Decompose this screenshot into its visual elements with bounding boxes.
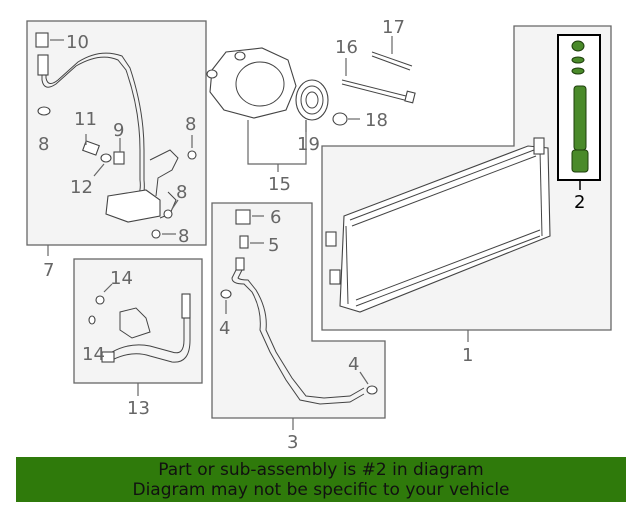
callout-2: 2 [574, 192, 585, 213]
callout-19: 19 [297, 134, 320, 155]
callout-1: 1 [462, 345, 473, 366]
callout-12: 12 [70, 177, 93, 198]
callout-8-middle-right: 8 [176, 182, 187, 203]
callout-17: 17 [382, 17, 405, 38]
callout-10: 10 [66, 32, 89, 53]
callout-18: 18 [365, 110, 388, 131]
group-15-compressor[interactable] [206, 47, 329, 172]
callout-14-lower: 14 [82, 344, 105, 365]
callout-8-upper-right: 8 [185, 114, 196, 135]
hardware-16-17-18[interactable] [332, 36, 416, 126]
callout-11: 11 [74, 109, 97, 130]
callout-4-right: 4 [348, 354, 359, 375]
group-13-hose[interactable] [73, 258, 203, 396]
notice-line-1: Part or sub-assembly is #2 in diagram [158, 460, 484, 480]
callout-13: 13 [127, 398, 150, 419]
callout-9: 9 [113, 120, 124, 141]
callout-8-lower-right: 8 [178, 226, 189, 247]
callout-8-left: 8 [38, 134, 49, 155]
group-3-liquid-line[interactable] [211, 202, 386, 430]
notice-line-2: Diagram may not be specific to your vehi… [132, 480, 510, 500]
callout-15: 15 [268, 174, 291, 195]
callout-7: 7 [43, 260, 54, 281]
group-2-highlighted-part[interactable] [557, 34, 601, 190]
callout-6: 6 [270, 207, 281, 228]
callout-14-upper: 14 [110, 268, 133, 289]
group-1-condenser[interactable] [321, 25, 612, 342]
callout-16: 16 [335, 37, 358, 58]
callout-3: 3 [287, 432, 298, 453]
group-7-hose-assembly[interactable] [26, 20, 207, 256]
callout-5: 5 [268, 235, 279, 256]
notice-banner: Part or sub-assembly is #2 in diagram Di… [16, 457, 626, 502]
callout-4-left: 4 [219, 318, 230, 339]
